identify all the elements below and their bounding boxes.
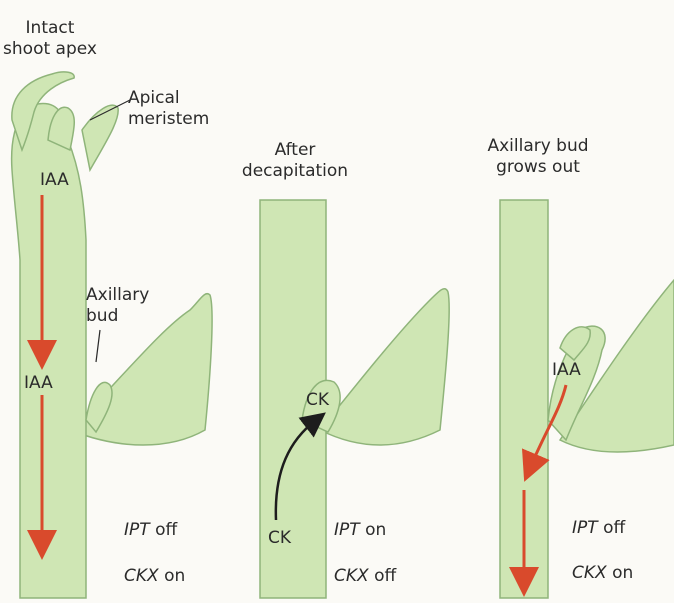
panel3-gene2-state: on [612, 563, 633, 583]
panel3-bud-hormone: IAA [552, 360, 581, 381]
panel3-gene1-name: IPT [572, 518, 598, 538]
panel2-gene2-name: CKX [334, 566, 369, 586]
panel1-gene2-state: on [164, 566, 185, 586]
panel3-gene1-state: off [603, 518, 625, 538]
panel3-title: Axillary bud grows out [468, 136, 608, 178]
panel3-gene2: CKX on [572, 563, 633, 583]
panel3-gene2-name: CKX [572, 563, 607, 583]
panel1-title: Intact shoot apex [0, 18, 100, 60]
panel1-gene2: CKX on [124, 566, 185, 586]
panel1-lower-hormone: IAA [24, 373, 53, 394]
panel-bud-outgrowth [500, 200, 674, 598]
decap-leaf [320, 289, 449, 445]
panel1-gene1-name: IPT [124, 520, 150, 540]
panel2-gene1-name: IPT [334, 520, 360, 540]
panel1-gene1: IPT off [124, 520, 177, 540]
panel2-gene1: IPT on [334, 520, 386, 540]
panel1-gene2-name: CKX [124, 566, 159, 586]
panel2-stem-hormone: CK [268, 528, 291, 549]
panel1-gene1-state: off [155, 520, 177, 540]
panel2-gene2-state: off [374, 566, 396, 586]
panel2-title: After decapitation [230, 140, 360, 182]
apical-meristem-label: Apical meristem [128, 88, 209, 130]
panel2-gene2: CKX off [334, 566, 396, 586]
panel3-gene1: IPT off [572, 518, 625, 538]
panel1-top-hormone: IAA [40, 170, 69, 191]
panel-intact-plant [12, 72, 212, 598]
bud-pointer-line [96, 330, 100, 362]
axillary-bud-label: Axillary bud [86, 285, 149, 327]
panel2-bud-hormone: CK [306, 390, 329, 411]
panel2-gene1-state: on [365, 520, 386, 540]
